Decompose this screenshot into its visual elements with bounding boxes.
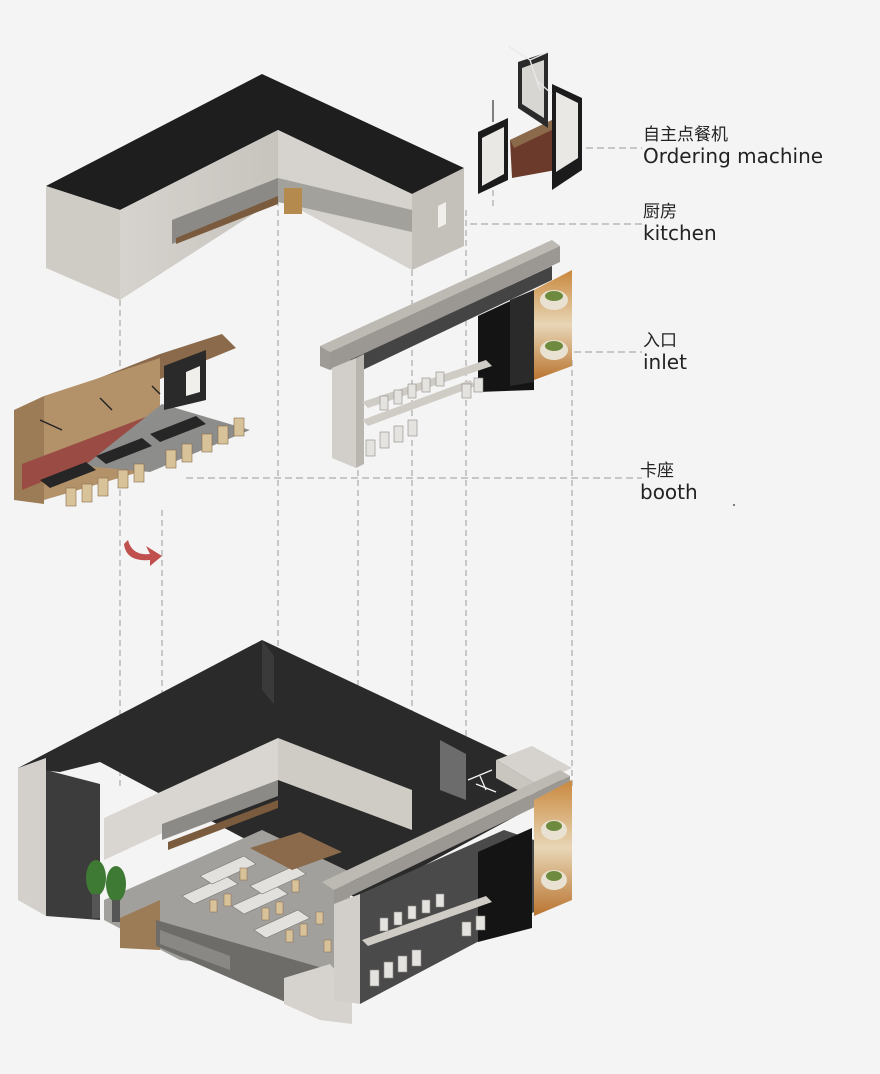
label-inlet: 入口 inlet bbox=[643, 331, 687, 375]
label-booth-zh: 卡座 bbox=[640, 461, 674, 481]
label-leaders bbox=[186, 147, 642, 479]
ordering-machines bbox=[478, 45, 582, 194]
label-kitchen: 厨房 kitchen bbox=[643, 202, 717, 246]
label-kitchen-en: kitchen bbox=[643, 221, 717, 246]
label-inlet-zh: 入口 bbox=[643, 331, 677, 351]
label-booth: 卡座 booth bbox=[640, 461, 698, 505]
label-booth-en: booth bbox=[640, 480, 698, 505]
label-ordering-machine-zh: 自主点餐机 bbox=[643, 125, 728, 145]
label-kitchen-zh: 厨房 bbox=[643, 202, 677, 222]
label-inlet-en: inlet bbox=[643, 350, 687, 375]
entrance-counter bbox=[320, 240, 572, 468]
assembled-restaurant-model bbox=[18, 640, 572, 1024]
kitchen-roof-block bbox=[46, 74, 464, 300]
direction-arrow bbox=[124, 540, 162, 566]
speck bbox=[733, 504, 735, 506]
booth-zone bbox=[14, 334, 250, 507]
label-ordering-machine: 自主点餐机 Ordering machine bbox=[643, 125, 824, 169]
label-ordering-machine-en: Ordering machine bbox=[643, 144, 824, 169]
